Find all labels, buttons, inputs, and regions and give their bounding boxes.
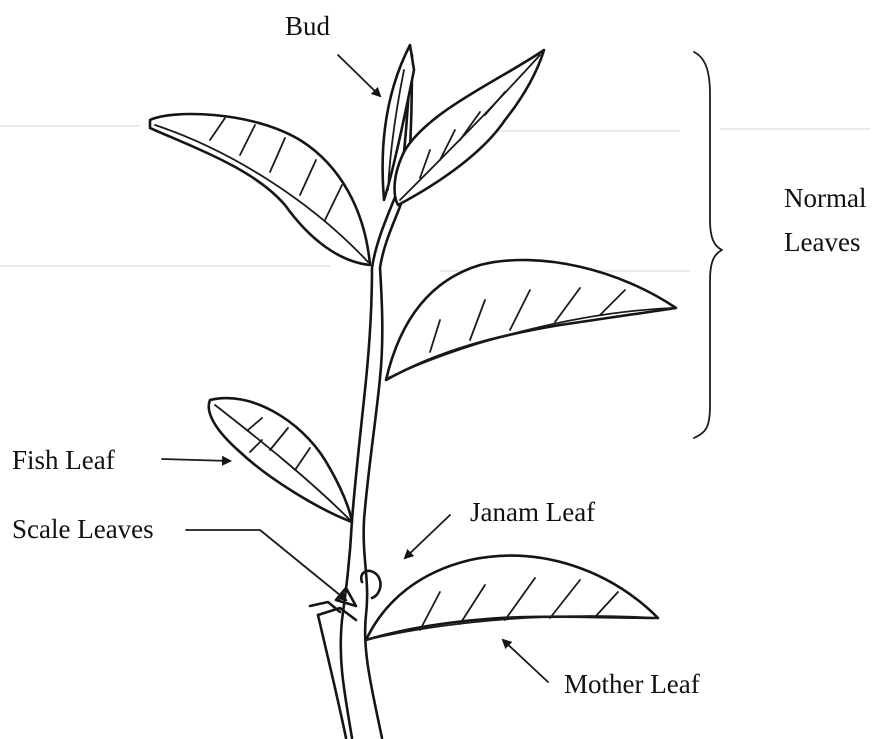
upper-left-leaf (150, 114, 370, 265)
label-fish-leaf: Fish Leaf (12, 444, 115, 478)
janam-leaf-arrow (405, 515, 450, 558)
bud-arrow (338, 55, 380, 96)
normal-leaves-brace (694, 52, 722, 438)
main-stem (318, 55, 412, 738)
mother-leaf-arrow (503, 640, 548, 682)
label-bud: Bud (285, 10, 330, 44)
label-normal-leaves-line1: Normal (784, 182, 866, 216)
scale-leaves-leader (186, 530, 346, 600)
label-normal-leaves-line2: Leaves (784, 226, 860, 260)
label-mother-leaf: Mother Leaf (564, 668, 700, 702)
label-scale-leaves: Scale Leaves (12, 513, 154, 547)
mother-leaf-shape (366, 556, 658, 640)
label-janam-leaf: Janam Leaf (470, 496, 595, 530)
fish-leaf-arrow (162, 459, 230, 461)
middle-right-leaf (386, 260, 676, 380)
top-right-leaf (395, 50, 544, 205)
fish-leaf-shape (209, 398, 352, 522)
